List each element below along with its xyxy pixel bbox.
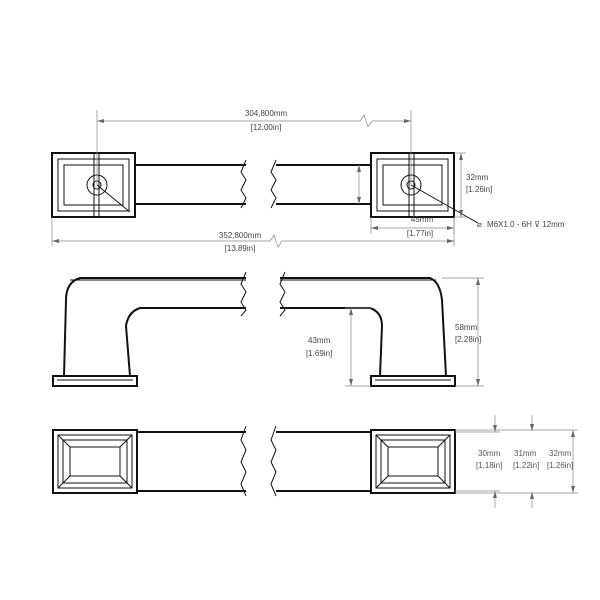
top-view-bar <box>135 159 371 209</box>
side-view-break-left <box>240 271 247 317</box>
bottom-base-width-in: [1.26in] <box>547 461 573 470</box>
top-view-left-base <box>51 152 136 218</box>
overall-height-in: [2.28in] <box>455 335 481 344</box>
overall-height-dimension: 58mm [2.28in] <box>442 277 484 387</box>
bottom-view-right-base <box>370 429 456 494</box>
thread-diameter-symbol: ⌀ <box>477 220 482 229</box>
center-distance-mm: 304,800mm <box>245 109 288 118</box>
side-view-left-leg <box>52 277 246 387</box>
overall-length-dimension: 352,800mm [13.89in] <box>51 217 455 253</box>
thread-spec: M6X1.0 - 6H ⊽ 12mm <box>487 220 565 229</box>
top-base-length-mm: 45mm <box>411 215 434 224</box>
side-view: 58mm [2.28in] 43mm [1.69in] <box>52 271 484 387</box>
top-base-width-mm: 32mm <box>466 173 489 182</box>
overall-length-mm: 352,800mm <box>219 231 262 240</box>
top-base-length-in: [1.77in] <box>407 229 433 238</box>
top-view-right-base <box>370 152 479 224</box>
top-base-length-dimension: 45mm [1.77in] <box>370 215 455 238</box>
clearance-mm: 43mm <box>308 336 331 345</box>
side-view-break-right <box>279 271 286 317</box>
mid-width-mm: 31mm <box>514 449 537 458</box>
top-view: 304,800mm [12.00in] 352,800mm [13.89in] <box>51 109 565 253</box>
clearance-dimension: 43mm [1.69in] <box>306 307 372 387</box>
bar-thickness-marker <box>357 165 361 204</box>
bottom-base-width-mm: 32mm <box>549 449 572 458</box>
thread-callout: ⌀ M6X1.0 - 6H ⊽ 12mm <box>477 220 565 229</box>
center-distance-dimension: 304,800mm [12.00in] <box>96 109 412 185</box>
bottom-view: 30mm [1.18in] 31mm [1.22in] 32mm [1.26in… <box>52 415 578 508</box>
mid-width-in: [1.22in] <box>513 461 539 470</box>
top-base-width-in: [1.26in] <box>466 185 492 194</box>
center-distance-in: [12.00in] <box>251 123 282 132</box>
bottom-view-left-base <box>52 429 138 494</box>
bottom-view-bar <box>137 425 371 497</box>
mid-width-dimension: 31mm [1.22in] <box>513 415 539 508</box>
bar-width-dimension: 30mm [1.18in] <box>455 415 502 508</box>
bottom-base-width-dimension: 32mm [1.26in] <box>455 429 578 494</box>
overall-length-in: [13.89in] <box>225 244 256 253</box>
top-base-width-dimension: 32mm [1.26in] <box>454 152 492 218</box>
side-view-right-leg <box>280 277 456 387</box>
overall-height-mm: 58mm <box>455 323 478 332</box>
clearance-in: [1.69in] <box>306 349 332 358</box>
bar-width-in: [1.18in] <box>476 461 502 470</box>
bar-width-mm: 30mm <box>478 449 501 458</box>
